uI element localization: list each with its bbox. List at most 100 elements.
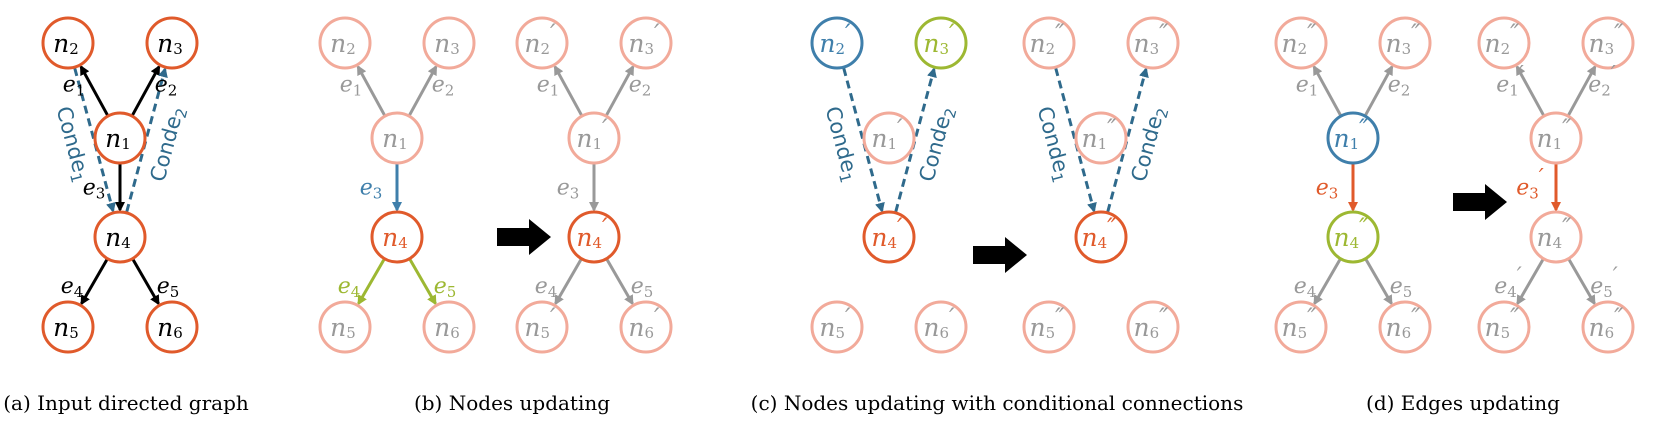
- b_before-node-n6-label: n6: [434, 313, 460, 343]
- a-node-n3-label: n3: [157, 29, 183, 59]
- a-node-n6-label: n6: [157, 313, 183, 343]
- d_before-edge-2: [1364, 64, 1394, 116]
- b_after-edge-label-3: e3: [557, 175, 580, 203]
- d_after-node-n6: [1581, 300, 1635, 354]
- caption-b: (b) Nodes updating: [414, 391, 610, 415]
- a-node-n2: [41, 16, 95, 70]
- c_before-conde-1: [842, 67, 885, 213]
- d_after-edge-5: [1567, 258, 1596, 306]
- d_before-edge-4: [1313, 258, 1342, 306]
- b_after-node-n2-label: n2′: [524, 19, 556, 59]
- c_before-node-n2: [810, 16, 864, 70]
- c_before-conde-label-2: Conde2: [914, 104, 960, 185]
- b_before-node-n1: [370, 111, 424, 165]
- b_before-node-n4: [370, 210, 424, 264]
- d_after-node-n3: [1581, 16, 1635, 70]
- a-edge-1: [79, 64, 109, 116]
- a-edge-label-3: e3: [83, 175, 106, 203]
- b_before-node-n1-label: n1: [382, 124, 408, 154]
- d_before-node-n2: [1274, 16, 1328, 70]
- d_after-edge-label-1: e1′: [1496, 62, 1524, 100]
- c_before-node-n4: [862, 210, 916, 264]
- b_after-node-n6-label: n6′: [628, 303, 660, 343]
- c_after-node-n2-label: n2″: [1030, 19, 1066, 59]
- a-node-n5-label: n5: [53, 313, 79, 343]
- c-transition-arrow: [973, 237, 1027, 273]
- c_after-conde-1: [1054, 67, 1097, 213]
- c_before-node-n6-label: n6′: [923, 303, 955, 343]
- c_before-node-n1: [862, 111, 916, 165]
- a-edge-5: [131, 258, 160, 306]
- c_before-node-n3-label: n3′: [923, 19, 955, 59]
- d_before-edge-label-4: e4: [1294, 274, 1317, 302]
- c_after-node-n3: [1126, 16, 1180, 70]
- b_after-edge-label-2: e2: [629, 72, 652, 100]
- b_after-node-n5-label: n5′: [524, 303, 556, 343]
- a-conde-label-1: Conde1: [49, 104, 95, 185]
- b_before-edge-label-3: e3: [360, 175, 383, 203]
- b_before-node-n5: [318, 300, 372, 354]
- a-conde-label-2: Conde2: [145, 104, 191, 185]
- a-conde-1: [73, 67, 116, 213]
- d_before-edge-label-3: e3: [1316, 175, 1339, 203]
- d_before-node-n3: [1378, 16, 1432, 70]
- c_after-node-n1: [1074, 111, 1128, 165]
- a-node-n6: [145, 300, 199, 354]
- a-node-n1-label: n1: [105, 124, 131, 154]
- c_after-node-n5: [1022, 300, 1076, 354]
- b_after-edge-2: [605, 64, 635, 116]
- c_before-node-n6: [914, 300, 968, 354]
- d_after-node-n4-label: n4″: [1537, 213, 1573, 253]
- c_after-node-n6-label: n6″: [1134, 303, 1170, 343]
- d_before-node-n5-label: n5″: [1282, 303, 1318, 343]
- c_before-conde-2: [894, 67, 937, 213]
- b_after-node-n1: [567, 111, 621, 165]
- b_before-edge-label-1: e1: [340, 72, 363, 100]
- b-transition-arrow: [497, 219, 551, 255]
- d_before-edge-1: [1312, 64, 1342, 116]
- d_after-edge-2: [1567, 64, 1597, 116]
- c_before-node-n2-label: n2′: [819, 19, 851, 59]
- d_before-node-n4: [1326, 210, 1380, 264]
- d_before-node-n5: [1274, 300, 1328, 354]
- b_before-node-n6: [422, 300, 476, 354]
- d_before-edge-label-2: e2: [1388, 72, 1411, 100]
- c_after-node-n4: [1074, 210, 1128, 264]
- c_after-node-n2: [1022, 16, 1076, 70]
- d_after-node-n2-label: n2″: [1485, 19, 1521, 59]
- b_before-edge-1: [356, 64, 386, 116]
- b_after-edge-label-5: e5: [631, 274, 654, 302]
- d_before-edge-5: [1364, 258, 1393, 306]
- c_before-node-n4-label: n4′: [871, 213, 903, 253]
- b_before-node-n2-label: n2: [330, 29, 356, 59]
- d_after-node-n6-label: n6″: [1589, 303, 1625, 343]
- b_before-node-n2: [318, 16, 372, 70]
- a-edge-2: [131, 64, 161, 116]
- a-edge-label-5: e5: [157, 274, 180, 302]
- d_after-node-n5: [1477, 300, 1531, 354]
- c_after-node-n1-label: n1″: [1082, 114, 1118, 154]
- d_before-node-n1-label: n1″: [1334, 114, 1370, 154]
- b_after-node-n5: [515, 300, 569, 354]
- a-node-n4-label: n4: [105, 223, 131, 253]
- d_after-edge-label-4: e4′: [1494, 264, 1522, 302]
- d_before-node-n3-label: n3″: [1386, 19, 1422, 59]
- a-node-n3: [145, 16, 199, 70]
- d_after-node-n3-label: n3″: [1589, 19, 1625, 59]
- c_after-conde-label-1: Conde1: [1030, 104, 1076, 185]
- caption-d: (d) Edges updating: [1366, 391, 1560, 415]
- a-node-n4: [93, 210, 147, 264]
- d_after-node-n2: [1477, 16, 1531, 70]
- a-node-n2-label: n2: [53, 29, 79, 59]
- b_before-node-n4-label: n4: [382, 223, 408, 253]
- c_before-node-n5-label: n5′: [819, 303, 851, 343]
- d-transition-arrow: [1453, 184, 1507, 220]
- c_after-node-n3-label: n3″: [1134, 19, 1170, 59]
- b_after-edge-1: [553, 64, 583, 116]
- b_before-edge-label-5: e5: [434, 274, 457, 302]
- d_before-node-n4-label: n4″: [1334, 213, 1370, 253]
- b_after-node-n6: [619, 300, 673, 354]
- b_after-node-n4-label: n4′: [576, 213, 608, 253]
- b_after-node-n1-label: n1′: [576, 114, 608, 154]
